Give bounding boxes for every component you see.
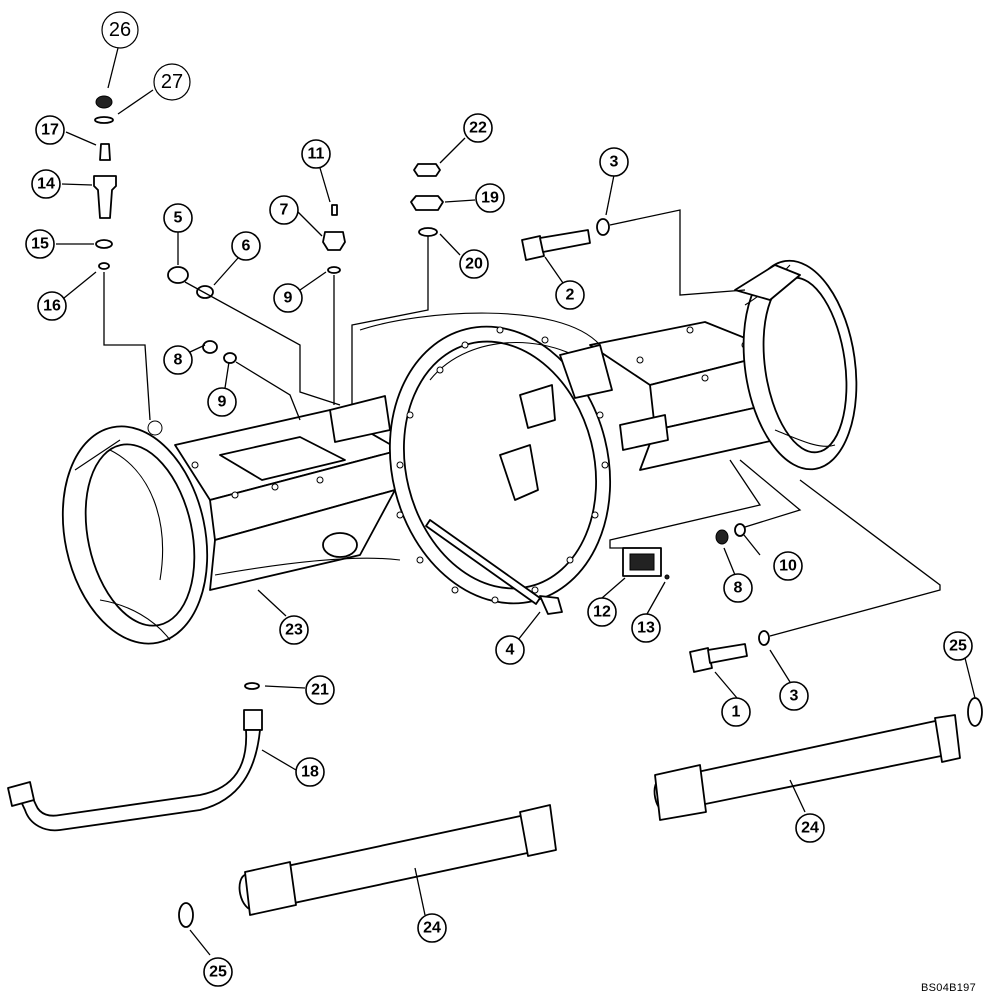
callout-23: 23 [279,615,309,645]
callout-20-label: 20 [465,256,483,273]
callout-21: 21 [305,675,335,705]
callout-24-left: 24 [417,913,447,943]
callout-26-label: 26 [109,19,131,41]
callout-9-left: 9 [207,387,237,417]
callout-20: 20 [459,249,489,279]
callout-8-right: 8 [723,573,753,603]
callout-18: 18 [295,757,325,787]
callout-8-left-label: 8 [174,352,183,369]
axle-shaft-right [653,697,983,821]
callout-15: 15 [25,229,55,259]
bolt-4 [425,519,563,615]
callout-14-label: 14 [37,176,55,193]
axle-shaft-left [178,804,557,928]
callout-leaders [56,47,976,956]
axle-housing [174,312,791,605]
callout-3-bottom-label: 3 [790,688,799,705]
breather-stack [93,95,151,421]
callout-15-label: 15 [31,236,49,253]
callout-10-label: 10 [779,558,797,575]
callout-16: 16 [37,291,67,321]
callout-2: 2 [555,280,585,310]
right-lower-fittings [609,459,802,580]
callout-5: 5 [163,203,193,233]
callout-25-left: 25 [203,957,233,987]
callout-22: 22 [463,113,493,143]
callout-5-label: 5 [174,210,183,227]
callout-13: 13 [631,613,661,643]
callout-18-label: 18 [301,764,319,781]
callout-3-bottom: 3 [779,681,809,711]
callout-14: 14 [31,169,61,199]
callout-6: 6 [231,231,261,261]
right-wheel-flange [734,259,858,471]
callout-22-label: 22 [469,120,487,137]
callout-24-left-label: 24 [423,920,441,937]
callout-27: 27 [153,63,191,101]
callout-23-label: 23 [285,622,303,639]
callout-25-left-label: 25 [209,964,227,981]
callout-17-label: 17 [41,122,59,139]
callout-2-label: 2 [566,287,575,304]
callout-12-label: 12 [593,604,611,621]
callout-25-right-label: 25 [949,638,967,655]
callout-13-label: 13 [637,620,655,637]
oil-tube [7,682,263,832]
callout-11-label: 11 [308,146,325,163]
callout-26: 26 [101,11,139,49]
callout-8-left: 8 [163,345,193,375]
drawing-reference-code: BS04B197 [921,982,976,994]
callout-3-top: 3 [599,147,629,177]
callout-3-top-label: 3 [610,154,619,171]
bolt-1 [689,479,941,673]
callout-16-label: 16 [43,298,61,315]
callout-9-top: 9 [273,283,303,313]
callout-19-label: 19 [481,190,499,207]
callout-21-label: 21 [311,682,329,699]
callout-4-label: 4 [506,642,515,659]
callout-27-label: 27 [161,71,183,93]
top-right-plugs [351,163,444,405]
callout-11: 11 [301,139,331,169]
callout-25-right: 25 [943,631,973,661]
callout-9-left-label: 9 [218,394,227,411]
callout-7-label: 7 [280,202,289,219]
callout-24-right-label: 24 [801,820,819,837]
callout-6-label: 6 [242,238,251,255]
callout-19: 19 [475,183,505,213]
callout-1: 1 [721,697,751,727]
callout-10: 10 [773,551,803,581]
bolt-2 [521,209,746,296]
callout-4: 4 [495,635,525,665]
callout-24-right: 24 [795,813,825,843]
callout-9-top-label: 9 [284,290,293,307]
callout-7: 7 [269,195,299,225]
center-top-fittings [167,204,346,421]
callout-17: 17 [35,115,65,145]
left-wheel-flange [61,420,209,645]
callout-1-label: 1 [732,704,741,721]
callout-12: 12 [587,597,617,627]
callout-8-right-label: 8 [734,580,743,597]
